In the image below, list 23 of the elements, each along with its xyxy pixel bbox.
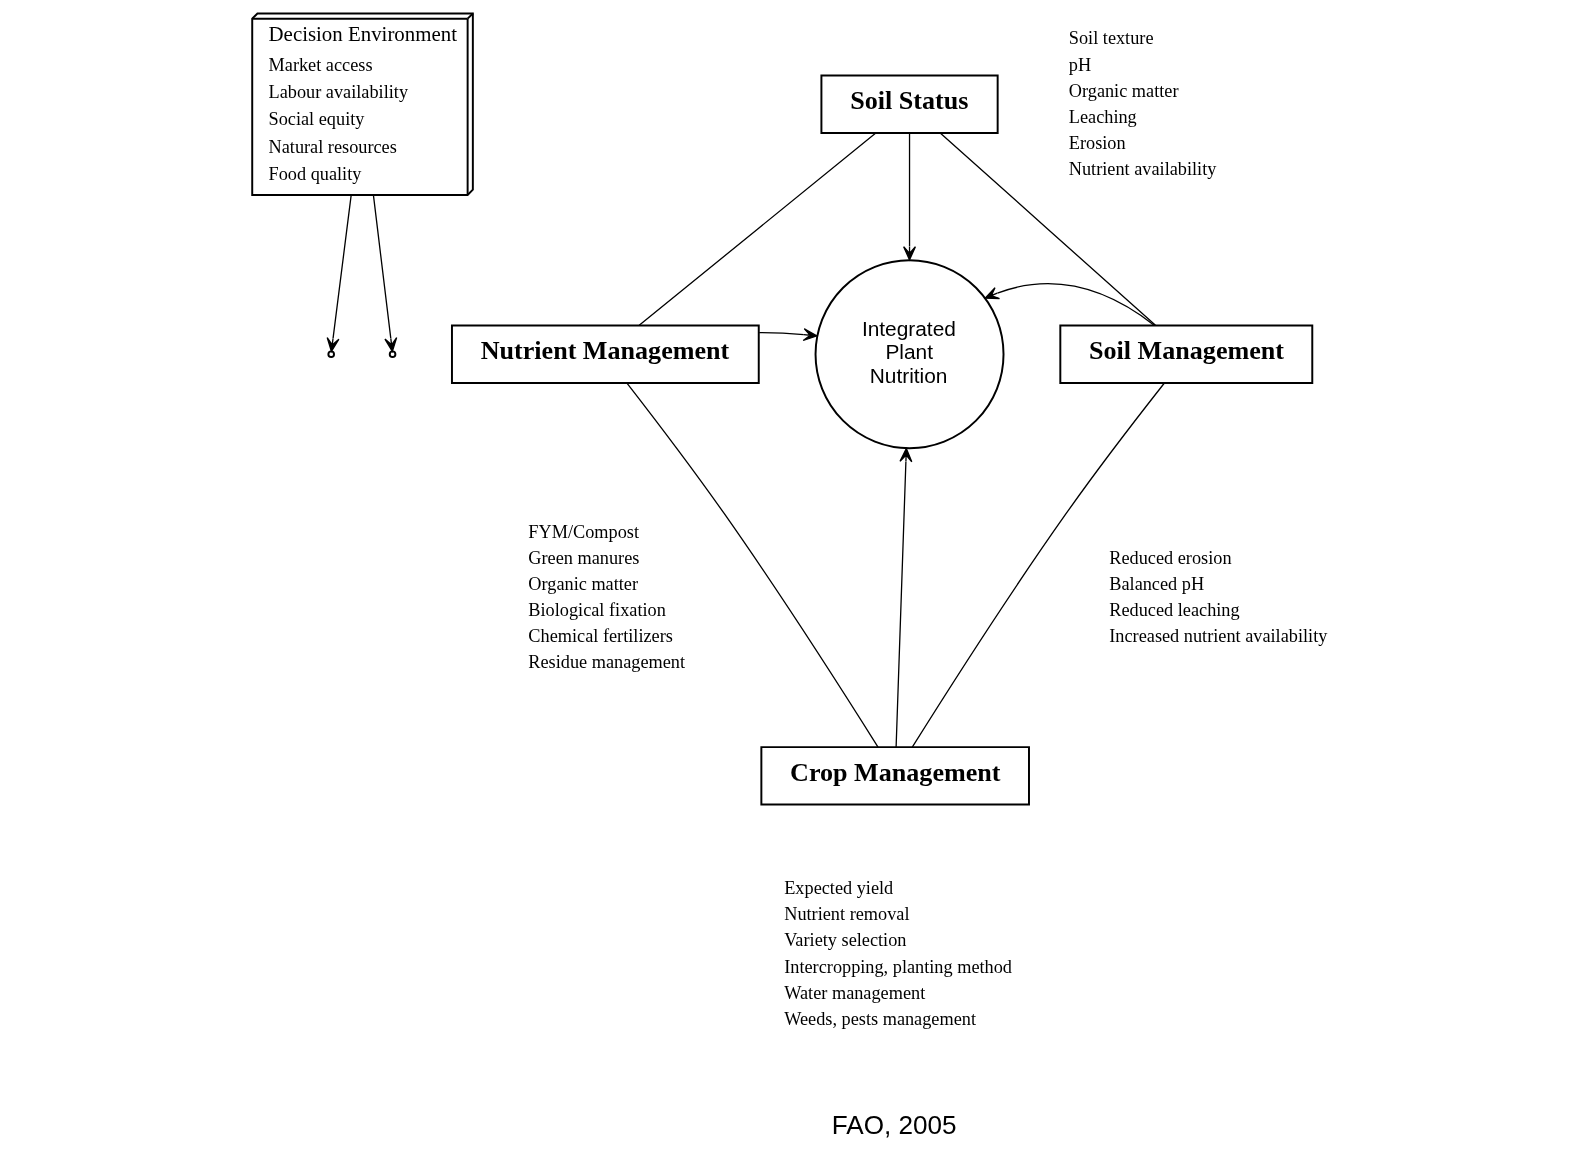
node-label: Nutrient removal <box>783 904 910 925</box>
node-label: Biological fixation <box>527 600 666 621</box>
node-label: pH <box>1068 54 1091 75</box>
node-label: Soil texture <box>1068 28 1154 49</box>
node-label: Balanced pH <box>1108 574 1204 595</box>
node-label: Nutrient availability <box>1068 158 1216 179</box>
node-label: Erosion <box>1068 132 1126 153</box>
node-label: Green manures <box>527 547 639 568</box>
node-label: Organic matter <box>527 574 638 595</box>
node-label: Expected yield <box>783 878 893 899</box>
node-label: Reduced leaching <box>1108 600 1240 621</box>
label: FAO, 2005 <box>831 1109 957 1140</box>
node-label: Water management <box>783 982 925 1003</box>
node-label: FYM/Compost <box>527 521 639 542</box>
node-label: Intercropping, planting method <box>783 956 1012 977</box>
node-label: Variety selection <box>783 930 906 951</box>
node-label: Chemical fertilizers <box>527 626 673 647</box>
node-label: Weeds, pests management <box>783 1008 976 1029</box>
node-label: Reduced erosion <box>1108 547 1232 568</box>
node-label: Organic matter <box>1068 80 1179 101</box>
node-label: Increased nutrient availability <box>1108 626 1327 647</box>
node-label: Leaching <box>1068 106 1137 127</box>
node-label: Residue management <box>527 652 685 673</box>
